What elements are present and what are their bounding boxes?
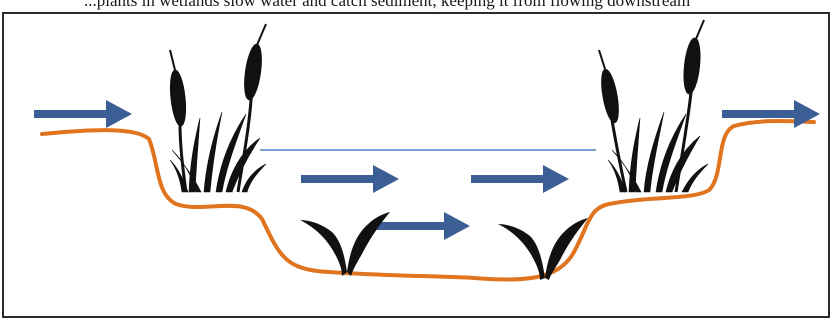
channel-bed-line	[40, 119, 816, 282]
flow-arrow-icon	[301, 165, 399, 193]
flow-arrow-icon	[722, 100, 820, 128]
flow-arrow-icon	[372, 212, 470, 240]
flow-arrow-icon	[471, 165, 569, 193]
seedling-icon	[498, 218, 588, 280]
cattail-icon	[598, 19, 709, 193]
cattail-icon	[169, 23, 267, 193]
wetland-diagram	[2, 12, 830, 318]
wetland-illustration	[34, 19, 820, 282]
figure-caption: ...plants in wetlands slow water and cat…	[84, 0, 691, 10]
seedling-icon	[300, 212, 390, 276]
flow-arrow-icon	[34, 100, 132, 128]
